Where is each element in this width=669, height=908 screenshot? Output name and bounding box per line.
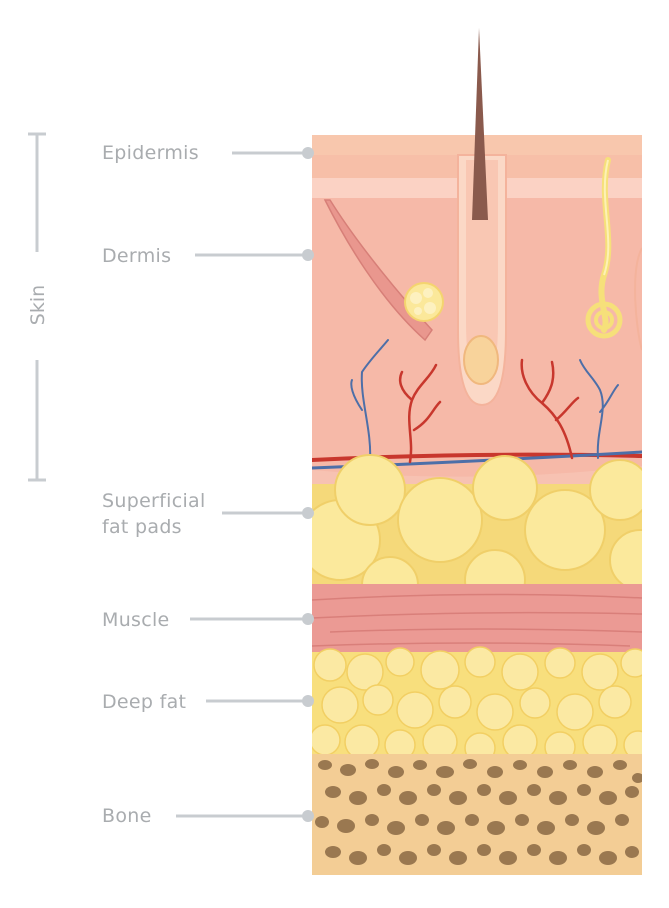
epidermis-label: Epidermis: [102, 142, 199, 164]
deep-fat-label: Deep fat: [102, 691, 187, 713]
skin-bracket: [28, 132, 46, 482]
dermis-label: Dermis: [102, 245, 172, 267]
muscle-label: Muscle: [102, 609, 170, 631]
hair-shaft: [472, 28, 488, 220]
skin-label: Skin: [27, 284, 50, 326]
superficial-fat-label: Superficial fat pads: [102, 490, 206, 538]
leader-lines: [176, 147, 314, 822]
sebaceous-gland: [404, 282, 444, 322]
bone-label: Bone: [102, 805, 152, 827]
tissue-column: [312, 135, 642, 875]
